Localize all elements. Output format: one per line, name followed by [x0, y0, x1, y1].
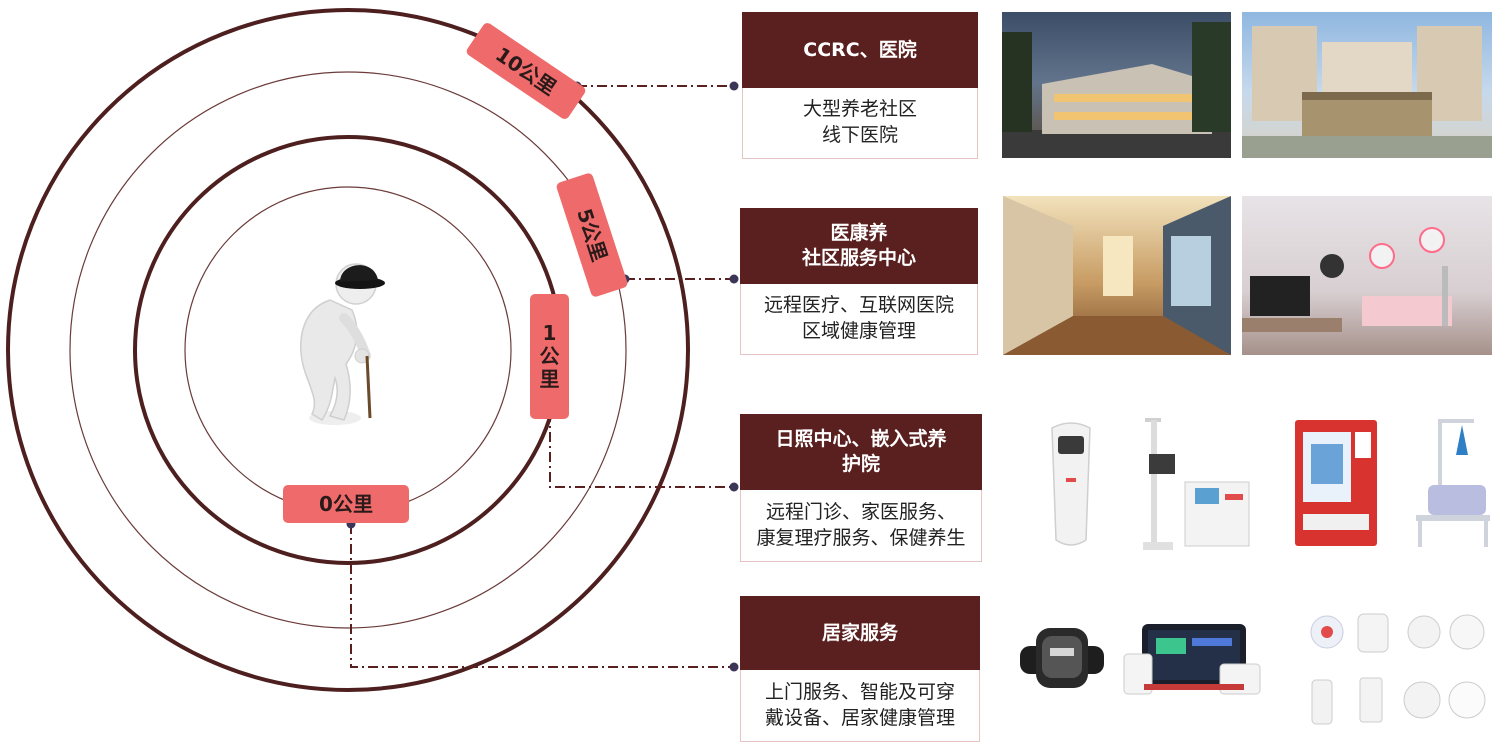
tier-3-description: 远程门诊、家医服务、 康复理疗服务、保健养生 — [740, 490, 982, 562]
tier-4-header: 居家服务 — [740, 596, 980, 670]
dot-1km-end — [729, 482, 739, 492]
dot-10km-end — [729, 81, 739, 91]
tier-4-description: 上门服务、智能及可穿 戴设备、居家健康管理 — [740, 670, 980, 742]
health-tablet — [1120, 624, 1262, 696]
health-kiosk — [1040, 418, 1102, 550]
tier-3-header: 日照中心、嵌入式养 护院 — [740, 414, 982, 490]
connector-1km — [549, 412, 734, 488]
tier-1-header: CCRC、医院 — [742, 12, 978, 88]
elderly-figure-illustration — [300, 263, 385, 425]
corridor-photo — [1003, 196, 1231, 355]
ring-5km-thin — [69, 71, 627, 629]
smart-watch — [1016, 622, 1108, 694]
tier-2-description: 远程医疗、互联网医院 区域健康管理 — [740, 284, 978, 355]
dot-5km-end — [729, 274, 739, 284]
badge-1km-line: 公 — [539, 344, 560, 368]
smart-room-photo — [1242, 196, 1492, 355]
connector-0km — [350, 524, 734, 668]
building-photo — [1002, 12, 1231, 158]
badge-1km: 1 公 里 — [530, 294, 569, 419]
badge-0km: 0公里 — [283, 485, 409, 523]
body-scale-station — [1125, 410, 1257, 558]
community-gate-photo — [1242, 12, 1492, 158]
ring-10km — [6, 8, 690, 692]
tier-1-description: 大型养老社区 线下医院 — [742, 88, 978, 159]
tier-2-header: 医康养 社区服务中心 — [740, 208, 978, 284]
smart-sensors-set — [1302, 608, 1492, 730]
badge-1km-line: 里 — [539, 367, 560, 391]
badge-1km-line: 1 — [542, 321, 557, 345]
traction-chair — [1410, 415, 1496, 550]
dot-0km-end — [729, 662, 739, 672]
medicine-vending-machine — [1293, 418, 1379, 548]
